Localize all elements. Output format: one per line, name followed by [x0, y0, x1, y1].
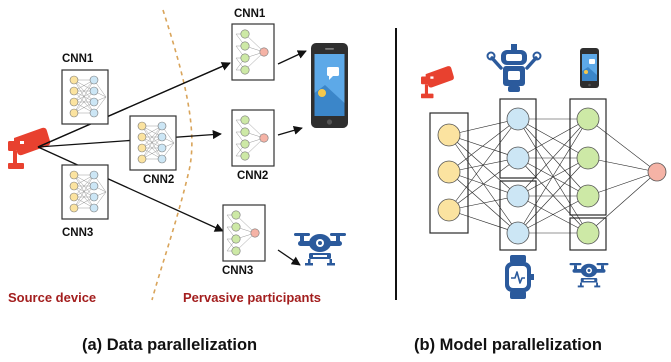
camera-icon: [8, 127, 51, 169]
drone-icon: [569, 263, 609, 288]
panel-a-caption: (a) Data parallelization: [82, 336, 257, 354]
participant-cnn2-block: [231, 109, 275, 167]
network-nodes: [437, 107, 667, 245]
panel-b-caption: (b) Model parallelization: [414, 336, 602, 354]
phone-icon: [311, 43, 348, 128]
smartwatch-icon: [505, 255, 534, 299]
camera-icon: [421, 66, 454, 99]
source-cnn1-label: CNN1: [62, 53, 94, 65]
participant-cnn1-label: CNN1: [234, 8, 266, 20]
partition-boxes: [429, 98, 607, 251]
drone-icon: [294, 233, 346, 266]
participant-cnn2-label: CNN2: [237, 170, 268, 182]
robot-icon: [486, 44, 542, 92]
source-device-label: Source device: [8, 290, 96, 305]
panel-b-model-parallelization: (b) Model parallelization: [414, 44, 667, 354]
participant-cnn3-label: CNN3: [222, 265, 253, 277]
source-cnn2-block: [129, 115, 177, 171]
source-cnn1-block: [61, 69, 109, 125]
panel-a-data-parallelization: CNN1 CNN2 CNN3 CNN1 CNN2 CNN3 Source dev…: [8, 8, 348, 354]
delivery-arrows: [277, 50, 307, 266]
source-cnn2-label: CNN2: [143, 174, 174, 186]
source-cnn3-label: CNN3: [62, 227, 93, 239]
participant-cnn3-block: [222, 204, 266, 262]
device-boundary-divider: [151, 9, 193, 301]
phone-icon: [580, 48, 599, 88]
pervasive-participants-label: Pervasive participants: [183, 290, 321, 305]
source-cnn3-block: [61, 164, 109, 220]
participant-cnn1-block: [231, 23, 275, 81]
network-edges: [448, 118, 658, 234]
